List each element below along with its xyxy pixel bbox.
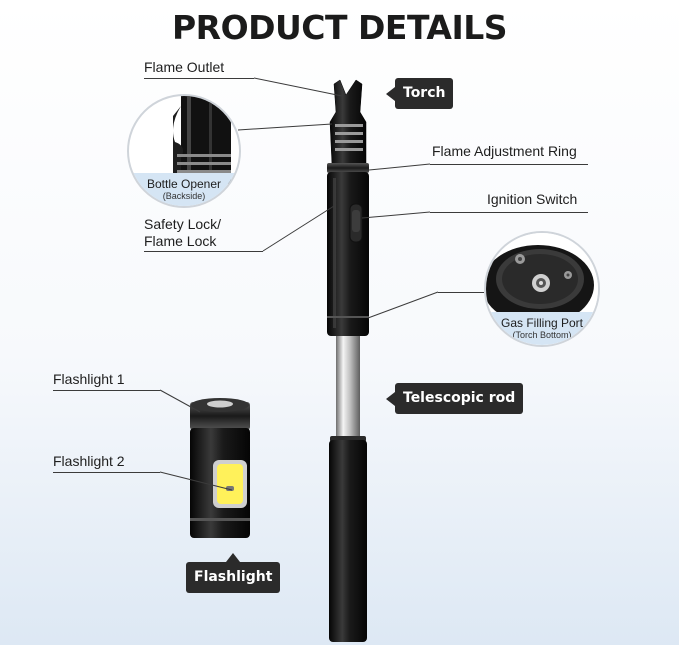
gas-filling-port-detail-image [486, 233, 598, 325]
gas-filling-port-caption: Gas Filling Port (Torch Bottom) [486, 312, 598, 345]
ignition-switch-label: Ignition Switch [487, 191, 578, 207]
bottle-opener-caption: Bottle Opener (Backside) [129, 173, 239, 206]
flame-outlet-label: Flame Outlet [144, 59, 225, 75]
bottle-opener-caption-title: Bottle Opener [146, 177, 222, 191]
gas-filling-port-leader [438, 292, 484, 293]
flashlight-2-label: Flashlight 2 [53, 453, 125, 469]
bottle-opener-inset: Bottle Opener (Backside) [127, 94, 241, 208]
safety-lock-leader [144, 251, 263, 252]
flashlight-2-leader [53, 472, 160, 473]
flashlight-tag: Flashlight [186, 553, 281, 593]
flashlight-1-leader [53, 390, 160, 391]
gas-filling-port-caption-sub: (Torch Bottom) [512, 330, 572, 340]
safety-lock-label-line1: Safety Lock/ [144, 216, 222, 232]
flame-adjustment-ring-leader [430, 164, 588, 165]
torch-tag: Torch [385, 78, 454, 109]
flame-outlet-leader [144, 78, 254, 79]
page-title: PRODUCT DETAILS [171, 8, 508, 47]
telescopic-rod-tag: Telescopic rod [385, 383, 524, 414]
flashlight-1-label: Flashlight 1 [53, 371, 125, 387]
safety-lock-label-line2: Flame Lock [144, 233, 217, 249]
flame-adjustment-ring-label: Flame Adjustment Ring [432, 143, 577, 159]
gas-filling-port-caption-title: Gas Filling Port [500, 316, 584, 330]
safety-lock-label: Safety Lock/ Flame Lock [144, 216, 221, 250]
ignition-switch-leader [430, 212, 588, 213]
gas-filling-port-inset: Gas Filling Port (Torch Bottom) [484, 231, 600, 347]
bottle-opener-detail-image [173, 96, 231, 184]
bottle-opener-caption-sub: (Backside) [162, 191, 206, 201]
